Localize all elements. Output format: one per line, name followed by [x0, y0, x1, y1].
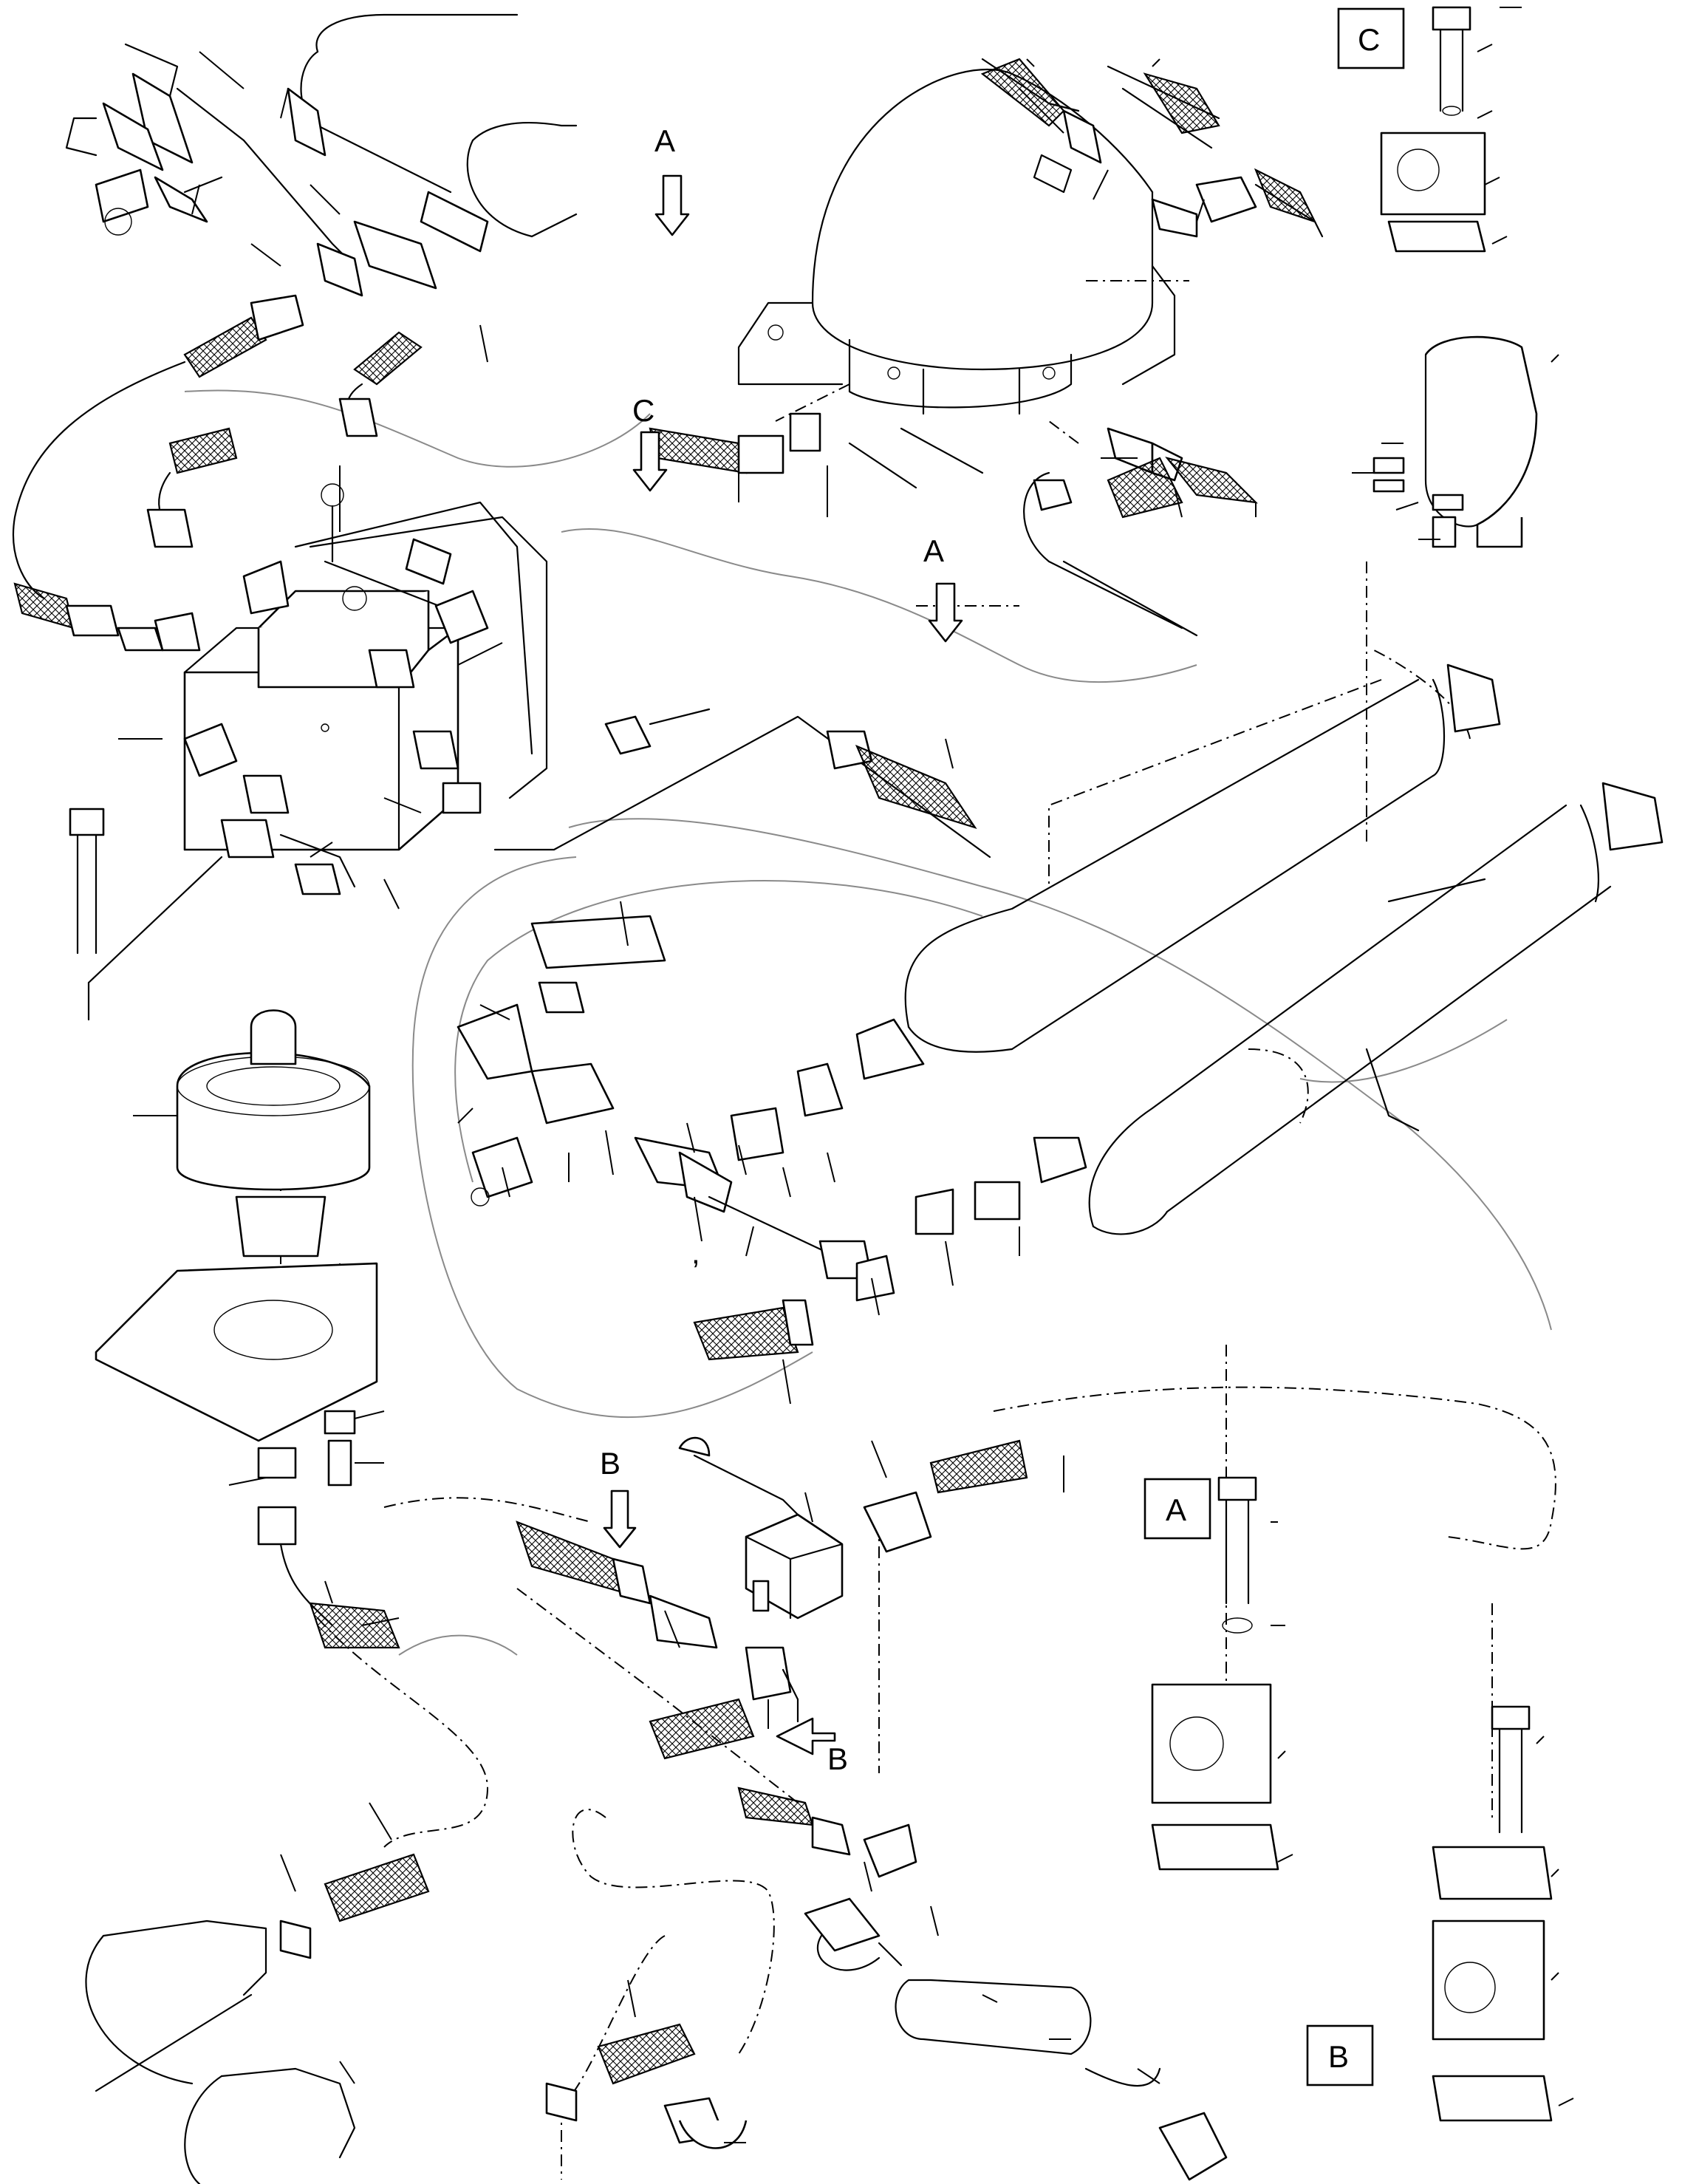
middle-fittings [457, 412, 1087, 1361]
view-label-a-top: A [654, 123, 675, 158]
leader-lines [118, 7, 1574, 2143]
top-right-accumulator [737, 58, 1324, 637]
view-labels: A C A B B , [600, 123, 944, 1776]
view-label-b-right: B [827, 1741, 848, 1776]
routing-outlines [184, 389, 1552, 1656]
middle-right-cylinders [904, 663, 1664, 1235]
view-arrow-a-mid [928, 582, 963, 643]
view-arrow-b-right [776, 1717, 836, 1755]
clamp-assembly-a [1151, 1476, 1279, 1871]
detail-box-c: C [1337, 7, 1405, 69]
clamp-assembly-c [1380, 6, 1486, 253]
loose-bolt [69, 808, 223, 1021]
view-label-b-left: B [600, 1446, 621, 1481]
detail-box-b: B [1306, 2024, 1374, 2086]
clamp-assembly-b [1432, 1705, 1553, 2122]
view-arrows [603, 174, 963, 1755]
lower-valve-group [516, 1436, 1228, 2181]
detail-box-b-label: B [1328, 2039, 1349, 2074]
lower-left-cylinders [85, 1853, 748, 2184]
clamp-assembly-hose [1372, 335, 1538, 548]
view-label-c: C [632, 393, 654, 428]
stray-mark: , [691, 1235, 700, 1270]
detail-box-a: A [1143, 1478, 1211, 1540]
upper-left-hoses [13, 294, 423, 652]
valve-manifold [154, 483, 548, 895]
view-arrow-a-top [654, 174, 690, 236]
upper-left-accumulators [65, 13, 578, 297]
view-arrow-c [632, 431, 668, 492]
view-label-a-mid: A [923, 533, 944, 568]
accumulator-mount [95, 1009, 400, 1649]
detail-box-c-label: C [1358, 22, 1380, 57]
detail-box-a-label: A [1166, 1492, 1186, 1527]
view-arrow-b-left [603, 1489, 637, 1549]
